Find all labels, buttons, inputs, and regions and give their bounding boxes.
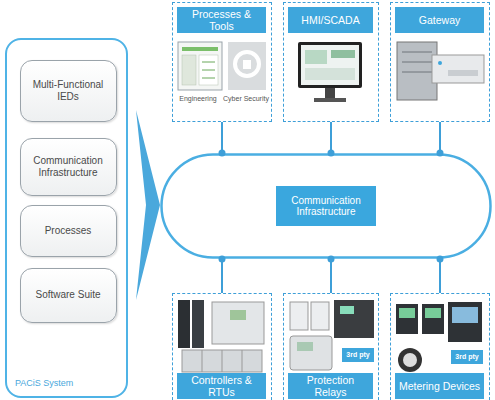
meter-unit xyxy=(396,304,418,334)
junction-dot xyxy=(219,256,226,263)
meter-display xyxy=(452,307,478,323)
component-box: Software Suite xyxy=(20,268,117,323)
controller-panel xyxy=(212,302,264,344)
component-label: Processes xyxy=(24,209,112,252)
relay-unit xyxy=(290,302,308,330)
controller-cabinet xyxy=(192,300,204,348)
third-party-badge: 3rd pty xyxy=(451,350,483,364)
device-group: HMI/SCADA xyxy=(283,2,379,122)
component-label: Communication Infrastructure xyxy=(24,142,112,191)
screenshot-line xyxy=(202,62,215,63)
gateway-unit xyxy=(432,55,484,83)
group-header: Gateway xyxy=(395,7,484,33)
junction-dot xyxy=(219,150,226,157)
device-group: Controllers & RTUs xyxy=(172,293,272,400)
monitor-stand xyxy=(325,88,335,98)
group-header: HMI/SCADA xyxy=(288,7,373,33)
system-label: PACiS System xyxy=(15,376,120,390)
security-lock xyxy=(243,60,251,69)
relay-unit xyxy=(334,300,374,338)
component-box: Multi-Functional IEDs xyxy=(20,60,117,122)
device-group: Protection Relays 3rd pty xyxy=(283,293,379,400)
screenshot-line xyxy=(202,70,215,71)
rack-slot xyxy=(402,72,432,73)
component-label: Software Suite xyxy=(24,272,112,318)
relay-unit xyxy=(311,302,329,330)
module-divider xyxy=(222,350,223,372)
screen-widget xyxy=(305,50,327,64)
device-group: Metering Devices 3rd pty xyxy=(390,293,490,400)
screenshot-line xyxy=(202,78,215,79)
meter-display xyxy=(399,308,415,318)
third-party-badge: 3rd pty xyxy=(342,348,374,362)
security-ring xyxy=(235,52,259,76)
component-box: Communication Infrastructure xyxy=(20,138,117,196)
bus-connector xyxy=(221,122,223,153)
monitor-base xyxy=(314,98,346,102)
junction-dot xyxy=(437,150,444,157)
engineering-screenshot xyxy=(178,42,222,90)
group-header: Metering Devices xyxy=(395,373,484,399)
group-header: Protection Relays xyxy=(288,373,373,399)
cyber-security-icon xyxy=(228,42,266,90)
junction-dot xyxy=(328,150,335,157)
status-led xyxy=(438,61,442,65)
device-group: Gateway xyxy=(390,2,490,122)
relay-display xyxy=(340,306,354,314)
junction-dot xyxy=(328,256,335,263)
port-strip xyxy=(448,70,478,76)
meter-unit xyxy=(448,302,482,342)
group-header: Controllers & RTUs xyxy=(177,373,266,399)
system-panel: Multi-Functional IEDsCommunication Infra… xyxy=(5,38,128,398)
screenshot-panel xyxy=(199,55,218,85)
gateway-rack xyxy=(397,42,437,100)
screen-widget xyxy=(331,50,355,58)
relay-display xyxy=(297,342,313,351)
rack-slot xyxy=(402,52,432,53)
relay-unit xyxy=(290,336,332,370)
screen-widget xyxy=(305,68,355,80)
meter-unit xyxy=(422,304,444,334)
component-box: Processes xyxy=(20,205,117,257)
group-header: Processes & Tools xyxy=(177,7,266,33)
rack-slot xyxy=(402,62,432,63)
junction-dot xyxy=(437,256,444,263)
component-label: Multi-Functional IEDs xyxy=(24,64,112,117)
controller-display xyxy=(230,310,246,320)
module-divider xyxy=(202,350,203,372)
bus-connector xyxy=(330,259,332,293)
meter-dial xyxy=(403,353,417,367)
rtu-modules xyxy=(182,350,262,372)
chevron-arrow xyxy=(136,110,160,300)
device-group: Processes & ToolsEngineeringCyber Securi… xyxy=(172,2,272,122)
tool-caption: Engineering xyxy=(174,93,222,105)
bus-ring: Communication Infrastructure xyxy=(160,153,492,259)
bus-connector xyxy=(221,259,223,293)
screenshot-panel xyxy=(182,55,196,85)
screenshot-bar xyxy=(182,47,218,51)
controller-cabinet xyxy=(178,300,190,348)
round-meter xyxy=(398,348,422,372)
bus-label: Communication Infrastructure xyxy=(276,186,376,226)
meter-display xyxy=(425,308,441,318)
tool-caption: Cyber Security xyxy=(222,93,270,105)
monitor-screen xyxy=(301,45,359,85)
bus-connector xyxy=(439,259,441,293)
bus-connector xyxy=(439,122,441,153)
monitor-frame xyxy=(298,42,362,88)
bus-outline-shape xyxy=(162,155,491,258)
bus-connector xyxy=(330,122,332,153)
module-divider xyxy=(242,350,243,372)
